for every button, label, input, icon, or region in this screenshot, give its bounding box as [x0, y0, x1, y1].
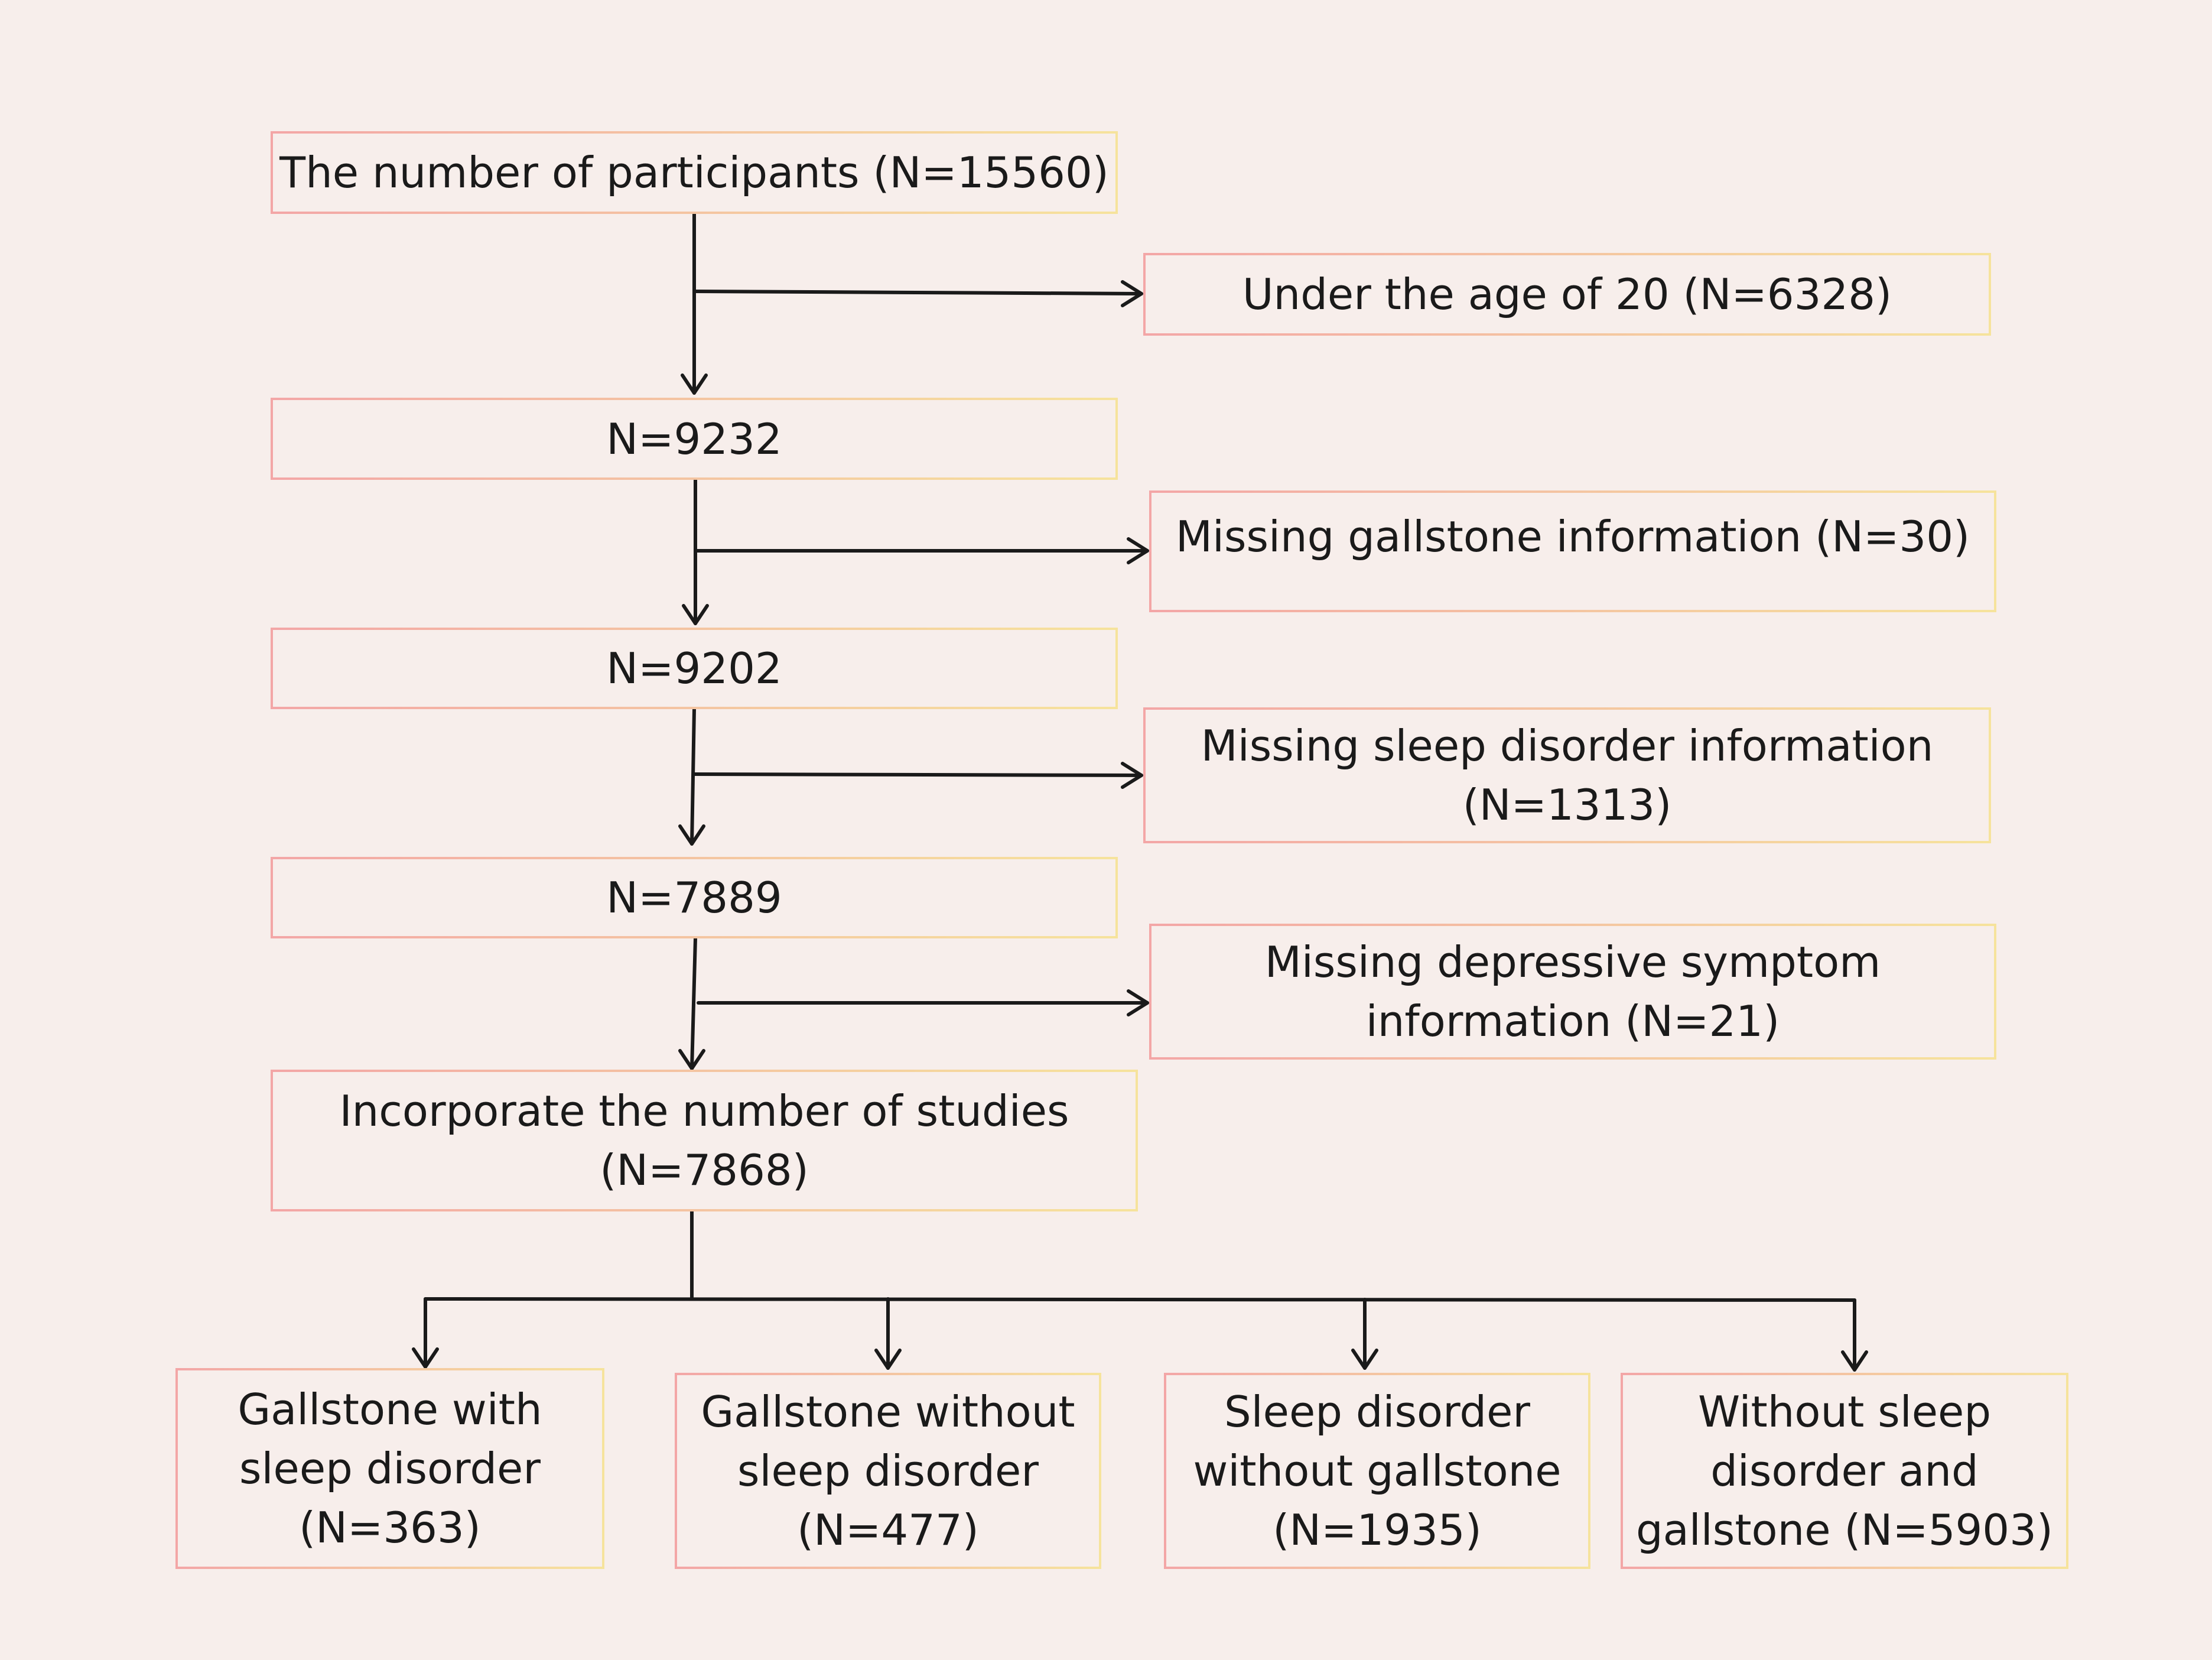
box-excluded-sleep: Missing sleep disorder information (N=13… — [1143, 707, 1991, 843]
connector-to-excluded-age — [692, 290, 1143, 295]
connector-branch-horizontal — [424, 1297, 1856, 1302]
box-group-gallstone-with-sleep-disorder: Gallstone with sleep disorder (N=363) — [175, 1368, 604, 1569]
box-excluded-gallstone-text: Missing gallstone information (N=30) — [1175, 512, 1970, 561]
box-excluded-age: Under the age of 20 (N=6328) — [1143, 253, 1991, 336]
box-included-text: Incorporate the number of studies (N=786… — [339, 1086, 1069, 1195]
box-excluded-gallstone: Missing gallstone information (N=30) — [1149, 490, 1996, 612]
box-excluded-age-text: Under the age of 20 (N=6328) — [1242, 269, 1892, 319]
box-group-1-text: Gallstone with sleep disorder (N=363) — [238, 1385, 542, 1552]
arrowhead-excluded-age — [1121, 280, 1143, 307]
box-group-without-sleep-disorder-and-gallstone: Without sleep disorder and gallstone (N=… — [1621, 1373, 2068, 1569]
box-included: Incorporate the number of studies (N=786… — [271, 1070, 1138, 1211]
arrowhead-9232 — [681, 373, 708, 395]
arrowhead-group-4 — [1841, 1350, 1868, 1372]
box-group-4-text: Without sleep disorder and gallstone (N=… — [1635, 1387, 2054, 1555]
box-group-gallstone-without-sleep-disorder: Gallstone without sleep disorder (N=477) — [675, 1373, 1101, 1569]
box-group-3-text: Sleep disorder without gallstone (N=1935… — [1193, 1387, 1562, 1555]
box-n-7889-text: N=7889 — [606, 873, 782, 922]
arrowhead-excluded-sleep — [1121, 762, 1143, 789]
box-group-sleep-disorder-without-gallstone: Sleep disorder without gallstone (N=1935… — [1164, 1373, 1590, 1569]
arrowhead-excluded-gallstone — [1127, 537, 1149, 564]
box-n-9202: N=9202 — [271, 628, 1118, 709]
arrowhead-group-3 — [1351, 1349, 1378, 1370]
box-n-9232: N=9232 — [271, 398, 1118, 480]
connector-9202-to-7889 — [690, 707, 696, 846]
box-n-7889: N=7889 — [271, 857, 1118, 938]
box-excluded-depression: Missing depressive symptom information (… — [1149, 924, 1996, 1060]
box-n-9202-text: N=9202 — [606, 644, 782, 693]
box-n-9232-text: N=9232 — [606, 414, 782, 464]
box-group-2-text: Gallstone without sleep disorder (N=477) — [701, 1387, 1075, 1555]
connector-to-excluded-sleep — [692, 772, 1143, 777]
connector-7889-to-included — [690, 937, 697, 1070]
arrowhead-group-2 — [874, 1349, 902, 1370]
box-participants-text: The number of participants (N=15560) — [279, 148, 1109, 197]
arrowhead-9202 — [682, 604, 709, 625]
arrowhead-excluded-depression — [1127, 989, 1149, 1016]
box-excluded-depression-text: Missing depressive symptom information (… — [1264, 937, 1881, 1046]
box-excluded-sleep-text: Missing sleep disorder information (N=13… — [1201, 721, 1934, 830]
arrowhead-included — [678, 1049, 705, 1070]
arrowhead-group-1 — [412, 1347, 439, 1369]
box-participants: The number of participants (N=15560) — [271, 131, 1118, 214]
arrowhead-7889 — [678, 824, 705, 846]
